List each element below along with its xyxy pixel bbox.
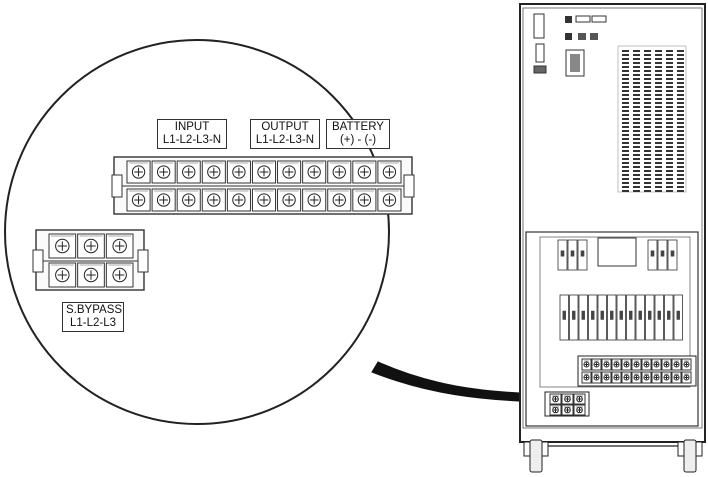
terminal-bottom-3 <box>176 188 201 212</box>
bypass-label: S.BYPASS L1-L2-L3 <box>62 302 124 332</box>
terminal-top-9 <box>327 160 352 184</box>
breaker-array <box>557 239 683 341</box>
bypass-terminal-bottom-2 <box>77 262 105 288</box>
cabinet-bypass-bottom-3 <box>573 404 586 416</box>
cabinet-bypass-top-1 <box>549 393 562 405</box>
battery-label-title: BATTERY <box>332 121 384 133</box>
breaker-9 <box>578 294 588 341</box>
cabinet-bypass-bottom-1 <box>549 404 562 416</box>
battery-label-polarity: (+) - (-) <box>339 134 377 146</box>
cabinet-terminal-top-7 <box>641 358 652 371</box>
terminal-bottom-2 <box>151 188 176 212</box>
input-label: INPUT L1-L2-L3-N <box>157 119 227 149</box>
bypass-terminal-top-3 <box>105 233 134 259</box>
terminal-top-11 <box>377 160 402 184</box>
terminal-top-4 <box>201 160 226 184</box>
bypass-terminal-bottom-1 <box>48 262 77 288</box>
breaker-3 <box>577 239 588 271</box>
bypass-terminal-bottom-3 <box>105 262 134 288</box>
ups-cabinet <box>519 3 706 473</box>
terminal-top-2 <box>151 160 176 184</box>
cabinet-terminal-bottom-5 <box>621 371 632 384</box>
cabinet-terminal-top-8 <box>651 358 662 371</box>
terminal-bottom-1 <box>126 188 151 212</box>
breaker-6 <box>667 239 678 271</box>
breaker-17 <box>654 294 664 341</box>
cabinet-terminal-bottom-7 <box>641 371 652 384</box>
breaker-8 <box>569 294 579 341</box>
vent-grille <box>622 50 684 192</box>
terminal-bottom-10 <box>352 188 377 212</box>
cabinet-terminal-bottom-10 <box>671 371 682 384</box>
terminal-top-8 <box>302 160 327 184</box>
cabinet-terminal-bottom-4 <box>611 371 622 384</box>
cabinet-terminal-top-3 <box>601 358 612 371</box>
cabinet-terminal-top-5 <box>621 358 632 371</box>
terminal-top-1 <box>126 160 151 184</box>
cabinet-terminal-bottom-2 <box>591 371 602 384</box>
cabinet-terminal-top-4 <box>611 358 622 371</box>
cabinet-bypass-bottom-2 <box>561 404 574 416</box>
output-label-phases: L1-L2-L3-N <box>255 134 315 146</box>
terminal-bottom-4 <box>201 188 226 212</box>
cabinet-terminal-top-11 <box>681 358 692 371</box>
cabinet-terminal-bottom-9 <box>661 371 672 384</box>
terminal-bottom-5 <box>226 188 251 212</box>
output-label: OUTPUT L1-L2-L3-N <box>250 119 320 149</box>
cabinet-terminal-bottom-1 <box>581 371 592 384</box>
output-label-title: OUTPUT <box>261 121 309 133</box>
breaker-15 <box>635 294 645 341</box>
terminal-top-6 <box>251 160 277 184</box>
bypass-terminal-top-1 <box>48 233 77 259</box>
terminal-top-5 <box>226 160 251 184</box>
input-label-phases: L1-L2-L3-N <box>162 134 222 146</box>
terminal-top-3 <box>176 160 201 184</box>
cabinet-terminal-bottom-11 <box>681 371 692 384</box>
breaker-4 <box>647 239 658 271</box>
breaker-16 <box>645 294 655 341</box>
breaker-11 <box>597 294 607 341</box>
cabinet-bypass-top-3 <box>573 393 586 405</box>
cabinet-bypass-top-2 <box>561 393 574 405</box>
terminal-top-10 <box>352 160 377 184</box>
terminal-bottom-11 <box>377 188 402 212</box>
cabinet-terminal-top-1 <box>581 358 592 371</box>
battery-label: BATTERY (+) - (-) <box>326 119 390 149</box>
breaker-13 <box>616 294 626 341</box>
breaker-10 <box>588 294 598 341</box>
breaker-12 <box>607 294 617 341</box>
cabinet-terminal-top-6 <box>631 358 642 371</box>
cabinet-terminal-bottom-6 <box>631 371 642 384</box>
cabinet-terminal-top-2 <box>591 358 602 371</box>
bypass-label-phases: L1-L2-L3 <box>69 317 117 329</box>
terminal-bottom-9 <box>327 188 352 212</box>
cabinet-terminal-bottom-3 <box>601 371 612 384</box>
bypass-terminal-top-2 <box>77 233 105 259</box>
terminal-top-7 <box>277 160 302 184</box>
bypass-label-title: S.BYPASS <box>66 304 123 316</box>
terminal-bottom-8 <box>302 188 327 212</box>
breaker-2 <box>567 239 578 271</box>
input-label-title: INPUT <box>174 121 210 133</box>
breaker-18 <box>664 294 674 341</box>
breaker-7 <box>559 294 569 341</box>
terminal-bottom-6 <box>251 188 277 212</box>
breaker-1 <box>557 239 568 271</box>
cabinet-terminal-top-9 <box>661 358 672 371</box>
cabinet-terminal-top-10 <box>671 358 682 371</box>
breaker-5 <box>657 239 668 271</box>
breaker-19 <box>673 294 683 341</box>
breaker-14 <box>626 294 636 341</box>
terminal-bottom-7 <box>277 188 302 212</box>
cabinet-terminal-bottom-8 <box>651 371 662 384</box>
